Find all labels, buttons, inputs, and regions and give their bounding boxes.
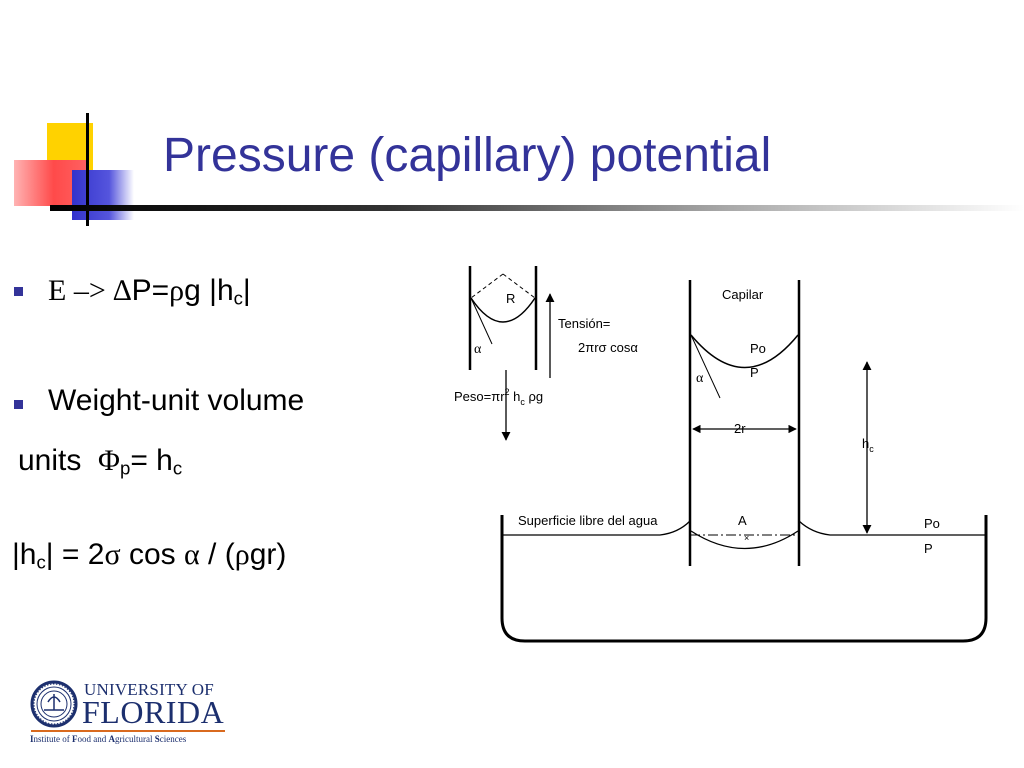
bullet-marker-1	[14, 287, 23, 296]
bullet-1-text: E –> ∆P=ρg |hc|	[48, 274, 251, 309]
water-surface	[502, 520, 986, 536]
label-p-right: P	[924, 541, 933, 556]
label-R: R	[506, 291, 515, 306]
label-A: A	[738, 513, 747, 528]
lower-meniscus	[690, 530, 799, 550]
label-po-top: Po	[750, 341, 766, 356]
capillary-formula: |hc| = 2σ cos α / (ρgr)	[12, 538, 287, 573]
radius-dashed-left	[470, 273, 504, 299]
label-tension-2: 2πrσ cosα	[578, 340, 638, 355]
upper-meniscus	[690, 334, 799, 369]
label-alpha-small: α	[474, 342, 482, 357]
alpha-line-big	[690, 334, 721, 399]
label-tension-1: Tensión=	[558, 316, 610, 331]
decor-vertical-line	[86, 113, 89, 226]
point-A-mark: ×	[744, 533, 749, 543]
bullet-marker-2	[14, 400, 23, 409]
slide-title: Pressure (capillary) potential	[163, 129, 772, 182]
title-underline	[50, 205, 1024, 211]
small-meniscus	[470, 297, 536, 323]
water-reservoir	[500, 515, 988, 643]
label-alpha-big: α	[696, 371, 704, 386]
label-capilar: Capilar	[722, 287, 764, 302]
units-line: units Φp= hc	[18, 444, 183, 479]
label-p-top: P	[750, 365, 759, 380]
label-hc: hc	[862, 436, 874, 454]
label-2r: 2r	[734, 421, 746, 436]
logo-line-1: UNIVERSITY OF	[84, 680, 214, 699]
university-seal-icon	[30, 680, 78, 728]
logo-rule	[31, 730, 225, 732]
capillary-diagram: R α Tensión= 2πrσ cosα Peso=πr2 hc ρg Su…	[454, 266, 988, 643]
label-po-right: Po	[924, 516, 940, 531]
decor-blue-square	[72, 170, 134, 220]
logo-line-2: FLORIDA	[82, 694, 225, 730]
university-logo: UNIVERSITY OF FLORIDA Institute of Food …	[28, 676, 233, 748]
label-free-surface: Superficie libre del agua	[518, 513, 658, 528]
bullet-2-text: Weight-unit volume	[48, 384, 305, 417]
alpha-line-small	[470, 297, 493, 345]
label-weight: Peso=πr2 hc ρg	[454, 387, 543, 407]
small-tube-detail: R α Tensión= 2πrσ cosα Peso=πr2 hc ρg	[454, 266, 638, 441]
logo-ifas-line: Institute of Food and Agricultural Scien…	[30, 734, 187, 744]
